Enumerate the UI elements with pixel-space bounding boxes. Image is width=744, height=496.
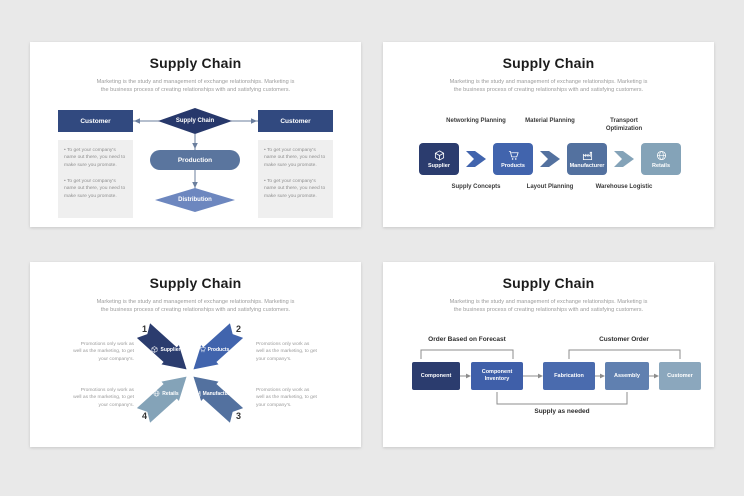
slide-title: Supply Chain (149, 55, 242, 71)
box-fabrication: Fabrication (543, 362, 595, 390)
distribution-diamond: Distribution (155, 188, 235, 212)
bottom-label-warehouse-logistic: Warehouse Logistic (595, 184, 653, 190)
label-manufacturer: Manufacturer (190, 390, 238, 397)
item-label: Retails (162, 390, 179, 397)
cart-icon (508, 150, 519, 161)
step-label: Retails (651, 162, 671, 169)
item-label: Manufacturer (202, 390, 235, 397)
bracket-label-customer-order: Customer Order (599, 336, 649, 343)
promo-text: To get your company's name out there, yo… (264, 178, 327, 200)
factory-icon (194, 390, 201, 397)
slide-1-thumbnail[interactable]: Supply Chain Marketing is the study and … (30, 42, 361, 227)
customer-box-right: Customer (258, 110, 333, 132)
item-label: Products (207, 346, 230, 353)
arrow-right-icon (540, 151, 560, 167)
customer-box-left: Customer (58, 110, 133, 132)
item-number-4: 4 (142, 411, 148, 421)
top-label-material-planning: Material Planning (525, 118, 575, 124)
box-customer: Customer (659, 362, 701, 390)
production-label: Production (177, 156, 213, 164)
box-component-inventory: Component Inventory (471, 362, 523, 390)
promo-text: Promotions only work as well as the mark… (73, 388, 134, 408)
promo-panel-left: To get your company's name out there, yo… (58, 140, 133, 218)
promo-panel-right: To get your company's name out there, yo… (258, 140, 333, 218)
cart-icon (199, 346, 206, 353)
supply-chain-label: Supply Chain (175, 118, 215, 124)
step-label: Supplier (427, 162, 450, 169)
slide-subtitle: Marketing is the study and management of… (449, 79, 648, 94)
slide-3-thumbnail[interactable]: Supply Chain Marketing is the study and … (30, 262, 361, 447)
step-retails: Retails (641, 143, 681, 175)
slide-subtitle: Marketing is the study and management of… (449, 299, 648, 314)
box-label: Customer (667, 372, 693, 379)
box-assembly: Assembly (605, 362, 649, 390)
box-component: Component (412, 362, 460, 390)
customer-label: Customer (80, 117, 111, 125)
slide-title: Supply Chain (149, 275, 242, 291)
distribution-label: Distribution (178, 197, 212, 203)
top-label-transport-optimization: Transport Optimization (605, 118, 643, 133)
step-label: Products (501, 162, 525, 169)
slide-4-thumbnail[interactable]: Supply Chain Marketing is the study and … (383, 262, 714, 447)
slide-title: Supply Chain (502, 55, 595, 71)
promo-text: Promotions only work as well as the mark… (256, 388, 317, 408)
slide-2-thumbnail[interactable]: Supply Chain Marketing is the study and … (383, 42, 714, 227)
arrow-right-icon (614, 151, 634, 167)
item-number-3: 3 (236, 411, 242, 421)
supply-chain-diamond: Supply Chain (158, 108, 232, 134)
slide-title: Supply Chain (502, 275, 595, 291)
item-number-1: 1 (142, 324, 148, 334)
customer-label: Customer (280, 117, 311, 125)
bottom-label-layout-planning: Layout Planning (526, 184, 574, 190)
top-label-networking-planning: Networking Planning (446, 118, 506, 124)
step-label: Manufacturer (569, 162, 605, 169)
promo-text: Promotions only work as well as the mark… (256, 342, 317, 362)
production-box: Production (150, 150, 240, 170)
promo-text: To get your company's name out there, yo… (64, 178, 127, 200)
label-supplier: Supplier (142, 346, 190, 353)
globe-icon (153, 390, 160, 397)
promo-text: To get your company's name out there, yo… (64, 147, 127, 169)
factory-icon (582, 150, 593, 161)
box-icon (434, 150, 445, 161)
promo-text: To get your company's name out there, yo… (264, 147, 327, 169)
label-products: Products (190, 346, 238, 353)
slide-subtitle: Marketing is the study and management of… (96, 79, 295, 94)
promo-text: Promotions only work as well as the mark… (73, 342, 134, 362)
step-products: Products (493, 143, 533, 175)
box-label: Component (420, 372, 452, 379)
box-icon (151, 346, 158, 353)
bracket-label-supply-as-needed: Supply as needed (534, 408, 590, 415)
step-supplier: Supplier (419, 143, 459, 175)
step-manufacturer: Manufacturer (567, 143, 607, 175)
box-label: Fabrication (554, 372, 584, 379)
item-number-2: 2 (236, 324, 242, 334)
bracket-label-order-forecast: Order Based on Forecast (428, 336, 506, 343)
box-label: Component Inventory (481, 369, 513, 382)
box-label: Assembly (614, 372, 640, 379)
slide-subtitle: Marketing is the study and management of… (96, 299, 295, 314)
label-retails: Retails (142, 390, 190, 397)
item-label: Supplier (160, 346, 181, 353)
arrow-right-icon (466, 151, 486, 167)
bottom-label-supply-concepts: Supply Concepts (451, 184, 501, 190)
globe-icon (656, 150, 667, 161)
